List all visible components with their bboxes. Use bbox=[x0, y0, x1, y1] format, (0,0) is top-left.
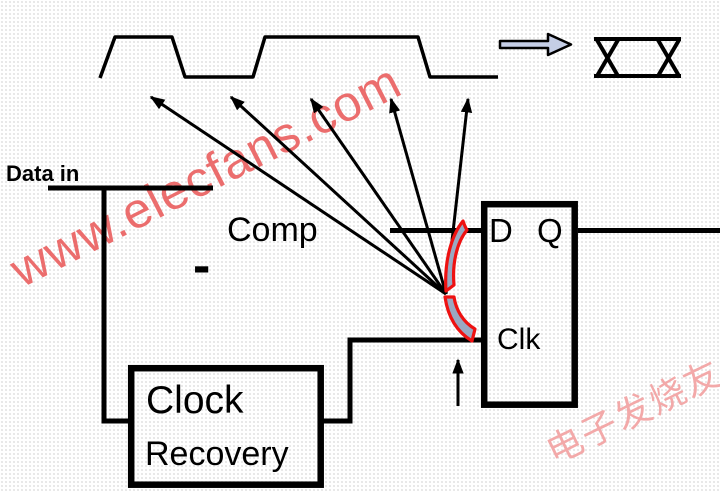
dff-d-label: D bbox=[489, 212, 513, 249]
clock-recovery-box bbox=[127, 364, 324, 488]
eye-diagram-icon bbox=[594, 37, 681, 78]
right-block-arrow-icon bbox=[498, 32, 573, 57]
dff-box bbox=[480, 200, 578, 408]
data-in-label: Data in bbox=[6, 161, 80, 186]
curved-jitter-arrow-icon bbox=[443, 219, 477, 343]
comparator-minus-sign: - bbox=[193, 237, 211, 295]
comp-label: Comp bbox=[227, 211, 318, 249]
wire-data-to-clock-recovery bbox=[101, 188, 131, 424]
dff-clk-label: Clk bbox=[497, 323, 541, 356]
dff-q-label: Q bbox=[537, 212, 563, 249]
sampling-fan-arrows-icon bbox=[149, 95, 473, 296]
wire-recovered-clock bbox=[320, 337, 481, 424]
clock-recovery-label-line1: Clock bbox=[146, 379, 244, 422]
clock-recovery-label-line2: Recovery bbox=[145, 435, 289, 473]
data-waveform bbox=[98, 35, 498, 79]
